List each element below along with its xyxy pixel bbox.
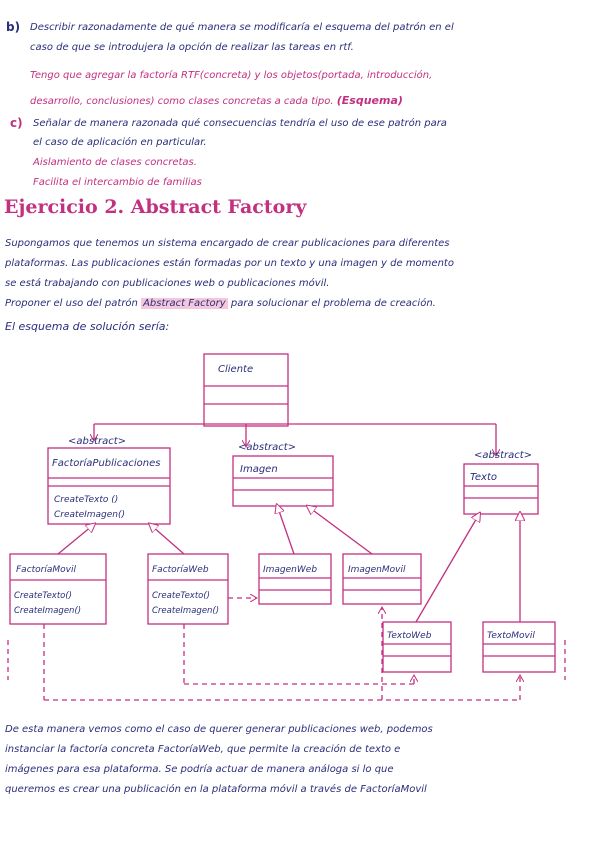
text-abstract-box xyxy=(463,463,539,515)
factory-stereotype: <abstract> xyxy=(68,436,126,447)
conclusion-line3: imágenes para esa plataforma. Se podría … xyxy=(5,764,394,775)
factory-web-inherits-line xyxy=(152,526,185,555)
intro-line3: se está trabajando con publicaciones web… xyxy=(5,278,330,289)
image-mobile-label: ImagenMovil xyxy=(348,565,406,575)
propose-before: Proponer el uso del patrón xyxy=(5,298,142,309)
answer-b-line2-text: desarrollo, conclusiones) como clases co… xyxy=(30,96,334,107)
text-web-label: TextoWeb xyxy=(387,631,432,641)
text-web-inherits-line xyxy=(415,516,478,623)
answer-c-line1: Aislamiento de clases concretas. xyxy=(33,157,197,168)
factory-web-method-2: CreateImagen() xyxy=(152,606,219,616)
answer-b-line1: Tengo que agregar la factoría RTF(concre… xyxy=(30,70,433,81)
text-mobile-label: TextoMovil xyxy=(487,631,535,641)
factory-mobile-method-1: CreateTexto() xyxy=(14,591,72,601)
text-web-box xyxy=(382,621,452,673)
text-mobile-box xyxy=(482,621,556,673)
factory-web-box xyxy=(147,553,229,625)
text-stereotype: <abstract> xyxy=(474,450,532,461)
conclusion-line2: instanciar la factoría concreta Factoría… xyxy=(5,744,401,755)
question-c-line2: el caso de aplicación en particular. xyxy=(33,137,207,148)
question-b-marker: b) xyxy=(6,20,21,34)
conclusion-line1: De esta manera vemos como el caso de que… xyxy=(5,724,433,735)
factory-method-2: CreateImagen() xyxy=(54,510,125,520)
client-label: Cliente xyxy=(218,364,253,375)
propose-after: para solucionar el problema de creación. xyxy=(227,298,436,309)
image-mobile-box xyxy=(342,553,422,605)
intro-line2: plataformas. Las publicaciones están for… xyxy=(5,258,454,269)
image-web-inherits-line xyxy=(278,508,295,555)
answer-b-line2: desarrollo, conclusiones) como clases co… xyxy=(30,94,403,107)
factory-web-method-1: CreateTexto() xyxy=(152,591,210,601)
exercise-title: Ejercicio 2. Abstract Factory xyxy=(4,196,307,218)
image-web-box xyxy=(258,553,332,605)
scheme-line: El esquema de solución sería: xyxy=(5,320,170,333)
intro-line1: Supongamos que tenemos un sistema encarg… xyxy=(5,238,450,249)
answer-b-tag: (Esquema) xyxy=(336,94,403,107)
answer-c-line2: Facilita el intercambio de familias xyxy=(33,177,202,188)
image-abstract-label: Imagen xyxy=(240,464,278,475)
question-b-line1: Describir razonadamente de qué manera se… xyxy=(30,22,454,33)
image-stereotype: <abstract> xyxy=(238,442,296,453)
question-c-marker: c) xyxy=(10,116,23,130)
factory-mobile-method-2: CreateImagen() xyxy=(14,606,81,616)
factory-method-1: CreateTexto () xyxy=(54,495,118,505)
propose-highlight: Abstract Factory xyxy=(141,298,228,309)
factory-mobile-inherits-line xyxy=(57,526,92,555)
factory-mobile-label: FactoríaMovil xyxy=(16,565,76,575)
image-mobile-inherits-line xyxy=(310,508,373,555)
conclusion-line4: queremos es crear una publicación en la … xyxy=(5,784,427,795)
factory-abstract-label: FactoríaPublicaciones xyxy=(52,457,160,469)
text-abstract-label: Texto xyxy=(470,472,497,483)
question-b-line2: caso de que se introdujera la opción de … xyxy=(30,42,354,53)
factory-web-label: FactoríaWeb xyxy=(152,565,209,575)
propose-line: Proponer el uso del patrón Abstract Fact… xyxy=(5,298,436,309)
question-c-line1: Señalar de manera razonada qué consecuen… xyxy=(33,118,447,129)
uml-diagram: Cliente <abstract> FactoríaPublicaciones… xyxy=(7,353,566,701)
image-web-label: ImagenWeb xyxy=(263,565,317,575)
